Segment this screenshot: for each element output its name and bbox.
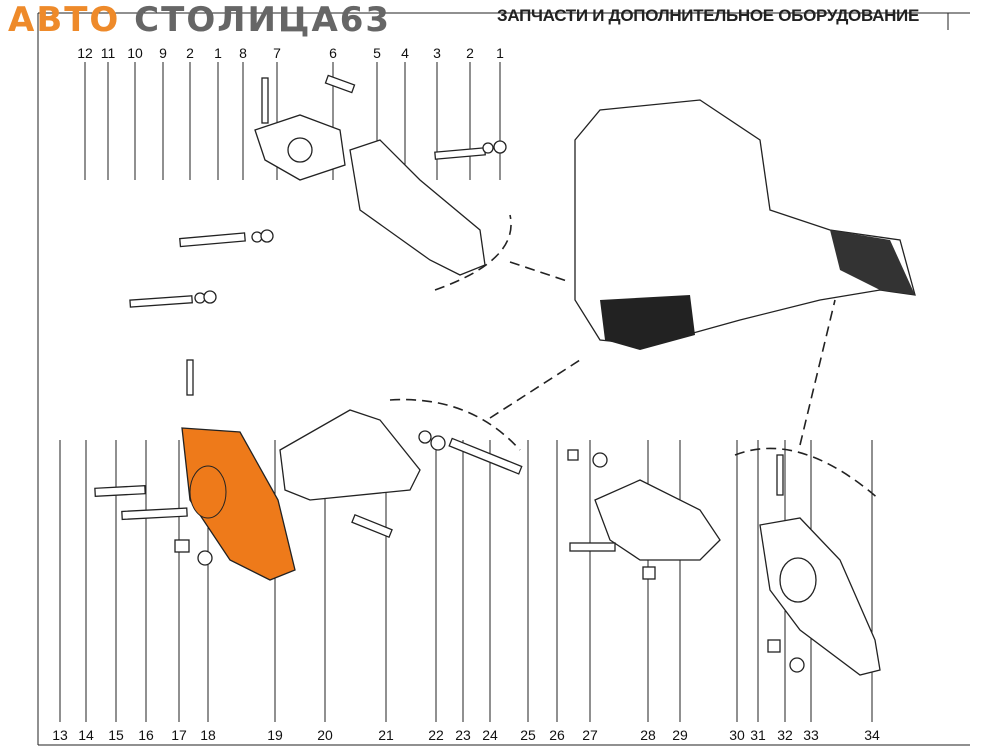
bolt xyxy=(448,437,523,475)
callout-14: 14 xyxy=(78,727,94,743)
callout-3: 3 xyxy=(433,45,441,61)
callout-7: 7 xyxy=(273,45,281,61)
callout-20: 20 xyxy=(317,727,333,743)
logo: АВТО СТОЛИЦА63 xyxy=(8,0,391,40)
callout-29: 29 xyxy=(672,727,688,743)
callout-19: 19 xyxy=(267,727,283,743)
mount-part-34 xyxy=(759,517,881,676)
bolt xyxy=(324,74,356,94)
stud xyxy=(776,454,784,496)
logo-part2: СТОЛИЦА63 xyxy=(134,0,392,40)
dashed-arrow xyxy=(799,299,836,446)
stud xyxy=(186,359,194,396)
callout-1: 1 xyxy=(214,45,222,61)
callout-15: 15 xyxy=(108,727,124,743)
washer xyxy=(260,229,274,243)
bolt xyxy=(767,639,781,653)
callout-28: 28 xyxy=(640,727,656,743)
tagline: ЗАПЧАСТИ И ДОПОЛНИТЕЛЬНОЕ ОБОРУДОВАНИЕ xyxy=(497,6,920,25)
callout-26: 26 xyxy=(549,727,565,743)
dashed-arrow xyxy=(489,359,581,419)
callout-1: 1 xyxy=(496,45,504,61)
bolt xyxy=(567,449,579,461)
callout-6: 6 xyxy=(329,45,337,61)
callout-34: 34 xyxy=(864,727,880,743)
washer xyxy=(430,435,446,451)
callout-32: 32 xyxy=(777,727,793,743)
bolt xyxy=(179,232,246,248)
callout-30: 30 xyxy=(729,727,745,743)
bracket-hole xyxy=(287,137,313,163)
logo-part1: АВТО xyxy=(8,0,121,40)
callout-21: 21 xyxy=(378,727,394,743)
bolt xyxy=(569,542,616,552)
washer xyxy=(197,550,213,566)
callout-17: 17 xyxy=(171,727,187,743)
bracket-part-20 xyxy=(279,409,421,501)
nut xyxy=(642,566,656,580)
callout-16: 16 xyxy=(138,727,154,743)
mount-bushing xyxy=(189,465,227,519)
top-callouts: 12 11 10 9 2 1 8 7 6 5 4 3 2 1 xyxy=(77,45,504,180)
mount-bushing xyxy=(779,557,817,603)
washer xyxy=(789,657,805,673)
callout-18: 18 xyxy=(200,727,216,743)
callout-27: 27 xyxy=(582,727,598,743)
washer xyxy=(482,142,494,154)
stud xyxy=(261,77,269,124)
gearbox-mount xyxy=(830,230,915,295)
bolt xyxy=(351,513,393,539)
callout-12: 12 xyxy=(77,45,93,61)
callout-11: 11 xyxy=(101,45,116,61)
callout-4: 4 xyxy=(401,45,409,61)
callout-25: 25 xyxy=(520,727,536,743)
engine-bracket xyxy=(349,139,486,276)
callout-33: 33 xyxy=(803,727,819,743)
clip xyxy=(592,452,608,468)
callout-2: 2 xyxy=(186,45,194,61)
engine-mount-highlighted xyxy=(600,295,695,350)
dashed-leader xyxy=(734,447,881,501)
washer xyxy=(418,430,432,444)
dashed-leader xyxy=(434,214,512,291)
callout-8: 8 xyxy=(239,45,247,61)
callout-31: 31 xyxy=(750,727,766,743)
callout-2: 2 xyxy=(466,45,474,61)
callout-5: 5 xyxy=(373,45,381,61)
washer xyxy=(203,290,217,304)
callout-9: 9 xyxy=(159,45,167,61)
dashed-arrow xyxy=(509,261,571,283)
bolt xyxy=(121,507,188,521)
callout-10: 10 xyxy=(127,45,143,61)
callout-24: 24 xyxy=(482,727,498,743)
bolt xyxy=(94,485,146,497)
bottom-callouts: 13 14 15 16 17 18 19 20 21 22 23 24 25 26 27 28 29 30 31 32… xyxy=(52,440,880,743)
callout-13: 13 xyxy=(52,727,68,743)
bolt xyxy=(434,147,486,160)
dashed-leader xyxy=(389,398,521,451)
washer xyxy=(493,140,507,154)
callout-23: 23 xyxy=(455,727,471,743)
callout-22: 22 xyxy=(428,727,444,743)
bolt xyxy=(129,295,193,308)
bolt xyxy=(174,539,190,553)
